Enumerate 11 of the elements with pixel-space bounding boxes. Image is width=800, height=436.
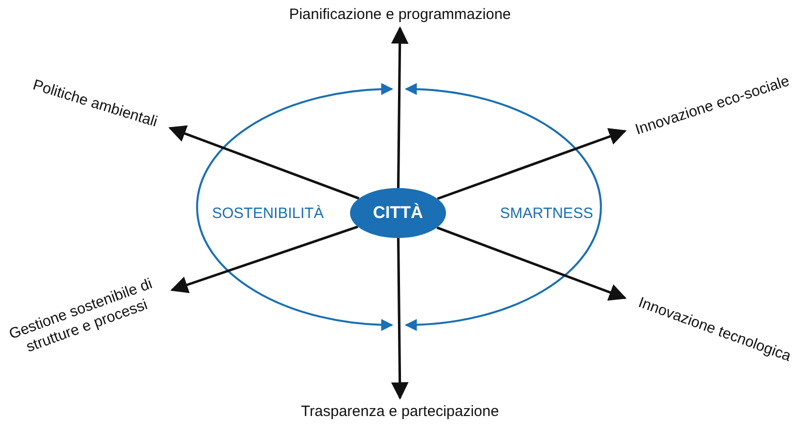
- arrow: [391, 26, 409, 188]
- axis-label: Pianificazione e programmazione: [260, 6, 540, 24]
- center-ellipse: CITTÀ: [350, 188, 446, 238]
- arrow: [170, 226, 358, 294]
- arrow: [168, 125, 360, 200]
- section-label: SOSTENIBILITÀ: [212, 205, 324, 222]
- arrow: [391, 238, 409, 400]
- arrow: [437, 128, 627, 200]
- arrow: [436, 226, 627, 301]
- axis-label: Trasparenza e partecipazione: [270, 403, 530, 421]
- section-label: SMARTNESS: [500, 205, 594, 222]
